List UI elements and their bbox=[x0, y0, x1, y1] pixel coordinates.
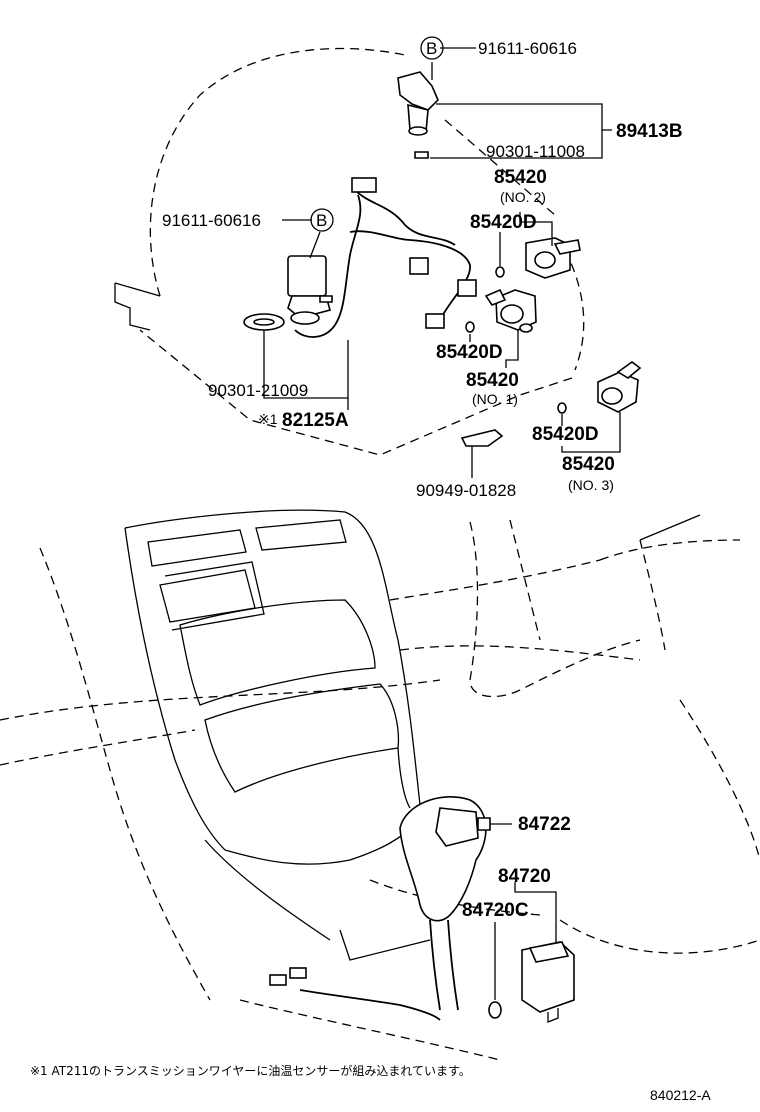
label-85420d-c: 85420D bbox=[532, 424, 599, 445]
label-no1: (NO. 1) bbox=[472, 391, 518, 407]
label-no2: (NO. 2) bbox=[500, 189, 546, 205]
wire-harness bbox=[294, 177, 477, 338]
solenoid-no3 bbox=[597, 361, 642, 413]
b-circle-left bbox=[310, 208, 334, 232]
label-90949-01828: 90949-01828 bbox=[416, 481, 516, 500]
label-90301-11008: 90301-11008 bbox=[486, 142, 585, 161]
o-ring-85420d-a bbox=[495, 266, 505, 278]
shift-lever bbox=[399, 796, 491, 1011]
b-circle-top bbox=[420, 36, 444, 60]
figure-code: 840212-A bbox=[650, 1087, 711, 1103]
solenoid-no2 bbox=[525, 237, 581, 279]
label-91611-60616-left: 91611-60616 bbox=[162, 211, 261, 230]
label-89413b: 89413B bbox=[616, 121, 683, 142]
label-84720: 84720 bbox=[498, 866, 551, 887]
label-85420d-b: 85420D bbox=[436, 342, 503, 363]
transmission-housing-outline bbox=[114, 47, 585, 456]
label-85420-no1: 85420 bbox=[466, 370, 519, 391]
label-85420d-a: 85420D bbox=[470, 212, 537, 233]
switch-84720 bbox=[521, 941, 575, 1023]
footnote: ※1 AT211のトランスミッションワイヤーに油温センサーが組み込まれています。 bbox=[30, 1063, 471, 1078]
label-82125a: 82125A bbox=[282, 410, 349, 431]
speed-sensor-82125a bbox=[287, 255, 333, 325]
interior-dashed-outlines bbox=[0, 514, 760, 1061]
label-no3: (NO. 3) bbox=[568, 477, 614, 493]
label-85420-no2: 85420 bbox=[494, 167, 547, 188]
part-labels: B 91611-60616 89413B 90301-11008 85420 (… bbox=[162, 39, 683, 921]
label-90301-21009: 90301-21009 bbox=[208, 381, 308, 400]
note-mark: ※1 bbox=[258, 411, 278, 427]
label-84722: 84722 bbox=[518, 814, 571, 835]
o-ring-85420d-b bbox=[465, 321, 475, 333]
b-marker-left: B bbox=[316, 211, 327, 230]
leader-lines-lower bbox=[490, 823, 557, 1000]
label-84720c: 84720C bbox=[462, 900, 529, 921]
leader-lines-upper bbox=[263, 47, 621, 478]
bracket-90949-01828 bbox=[460, 429, 504, 447]
label-91611-60616-top: 91611-60616 bbox=[478, 39, 577, 58]
lower-harness bbox=[269, 967, 441, 1021]
center-console bbox=[124, 509, 431, 961]
label-85420-no3: 85420 bbox=[562, 454, 615, 475]
speed-sensor-89413b bbox=[397, 71, 439, 159]
solenoid-no1 bbox=[484, 288, 537, 333]
o-ring-85420d-c bbox=[557, 402, 567, 414]
bulb-84720c bbox=[488, 1001, 502, 1019]
b-marker-top: B bbox=[426, 39, 437, 58]
